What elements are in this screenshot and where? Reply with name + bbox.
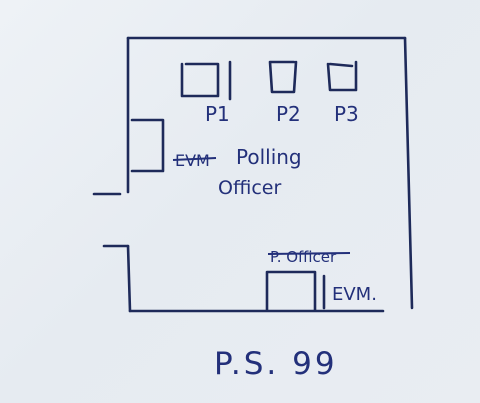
polling-label: Polling	[236, 145, 302, 169]
struck-p-officer-text: P. Officer	[270, 248, 337, 266]
booth-p2: P2	[268, 60, 301, 126]
polling-station-caption: P.S. 99	[214, 346, 338, 382]
booth-p1-shape	[180, 60, 232, 101]
booth-p1-label: P1	[205, 102, 230, 126]
booth-p3-shape	[326, 60, 358, 92]
bottom-right-note: P. Officer EVM.	[267, 248, 377, 305]
struck-evm-text: EVM	[175, 151, 210, 170]
evm-label: EVM.	[332, 284, 377, 305]
room-right-wall	[403, 36, 414, 310]
evm-strikethrough	[172, 157, 217, 161]
evm-table	[265, 270, 317, 312]
room-left-wall-lower	[126, 244, 132, 313]
booth-p2-label: P2	[276, 102, 301, 126]
polling-officer-table	[130, 118, 165, 173]
officer-label: Officer	[218, 177, 281, 199]
top-left-note: EVM Polling Officer	[172, 145, 302, 199]
p-officer-strikethrough	[267, 252, 351, 255]
booth-p2-shape	[268, 60, 298, 94]
booth-p3-label: P3	[334, 102, 359, 126]
booth-p3: P3	[326, 60, 359, 126]
booth-p1: P1	[180, 60, 232, 126]
